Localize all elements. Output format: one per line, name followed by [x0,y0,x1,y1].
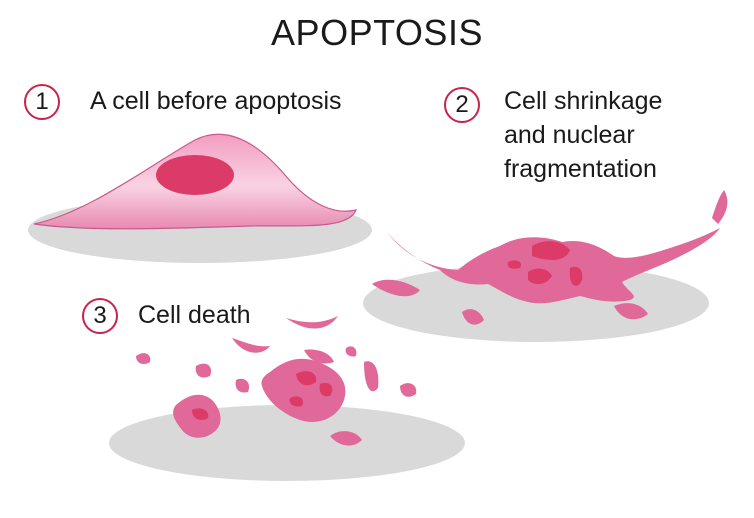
fragment [462,309,484,325]
nuclear-fragment [296,371,317,386]
stage-2-label-line: fragmentation [504,155,657,183]
shrinking-cell [387,228,720,304]
nuclear-fragment [528,268,552,285]
fragment [232,338,270,353]
stage-2-number-badge: 2 [444,87,480,123]
fragment [286,316,338,329]
fragment [400,383,417,397]
fragment [712,190,728,224]
stage-2-label-line: Cell shrinkage [504,87,663,115]
fragment [261,358,346,422]
stage-3-fragments [109,316,465,481]
diagram-title: APOPTOSIS [271,12,483,53]
fragment [136,353,151,364]
fragment [304,349,334,364]
fragment [364,361,379,392]
stage-1-number-badge: 1 [24,84,60,120]
stage-2-label-line: and nuclear [504,121,635,149]
nuclear-fragment [289,396,304,407]
nuclear-fragment [319,382,333,397]
fragment [195,363,212,378]
fragment [345,346,357,357]
fragment [330,431,362,446]
stage-1-cell [28,133,372,263]
stage-3-number-badge: 3 [82,298,118,334]
nuclear-fragment [532,241,570,260]
nuclear-fragment [569,266,583,286]
stage-2-label: Cell shrinkage and nuclear fragmentation [504,84,662,186]
stage-2-cell [363,190,728,342]
fragment [235,378,250,393]
surface-3 [109,405,465,481]
fragment [614,303,648,320]
cell-nucleus [156,155,234,195]
fragment [372,279,420,297]
nuclear-fragment [192,408,209,420]
stage-3-label: Cell death [138,301,251,329]
nuclear-fragment [507,260,522,269]
stage-1-label: A cell before apoptosis [90,87,342,115]
